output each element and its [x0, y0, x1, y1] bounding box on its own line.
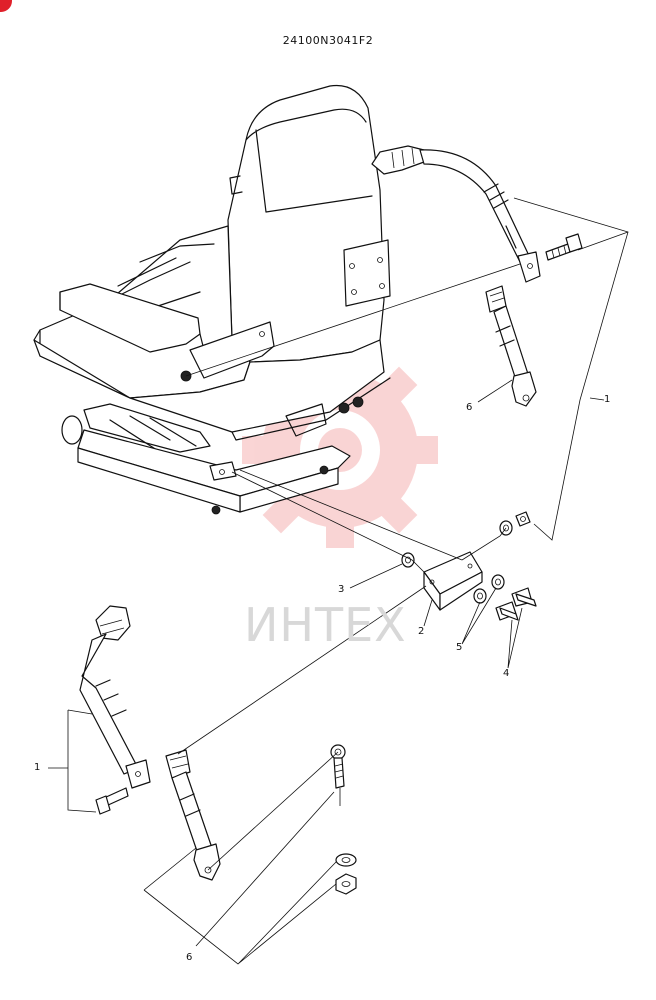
callout-buckle-strap-top: 6: [466, 402, 473, 413]
assembly-lines: [177, 263, 521, 871]
seat-drawing: [33, 84, 391, 515]
hex-nut: [335, 873, 357, 895]
callout-bolts-4: 4: [503, 668, 510, 679]
buckle-strap-lower: [165, 749, 221, 881]
callout-washer-3: 3: [338, 584, 345, 595]
leader-lines: [48, 197, 629, 965]
callout-bracket-2: 2: [418, 626, 425, 637]
part-code: 24100N3041F2: [282, 34, 374, 47]
bolt-top: [545, 233, 583, 261]
callout-anchor-kit-bottom: 6: [186, 952, 193, 963]
washers-5: [473, 511, 531, 604]
eye-bolt: [330, 744, 346, 806]
bracket-2: [423, 551, 483, 611]
watermark-text: ИНТЕХ: [244, 598, 407, 652]
lower-belt-assembly: [79, 605, 151, 815]
buckle-strap-upper: [485, 285, 537, 407]
nut-washer: [335, 853, 357, 867]
upper-belt-assembly: [371, 145, 583, 283]
callout-washers-5: 5: [456, 642, 463, 653]
callout-belt-assembly-top: 1: [604, 394, 611, 405]
callout-belt-assembly-bottom: 1: [34, 762, 41, 773]
bolts-4: [495, 587, 537, 621]
